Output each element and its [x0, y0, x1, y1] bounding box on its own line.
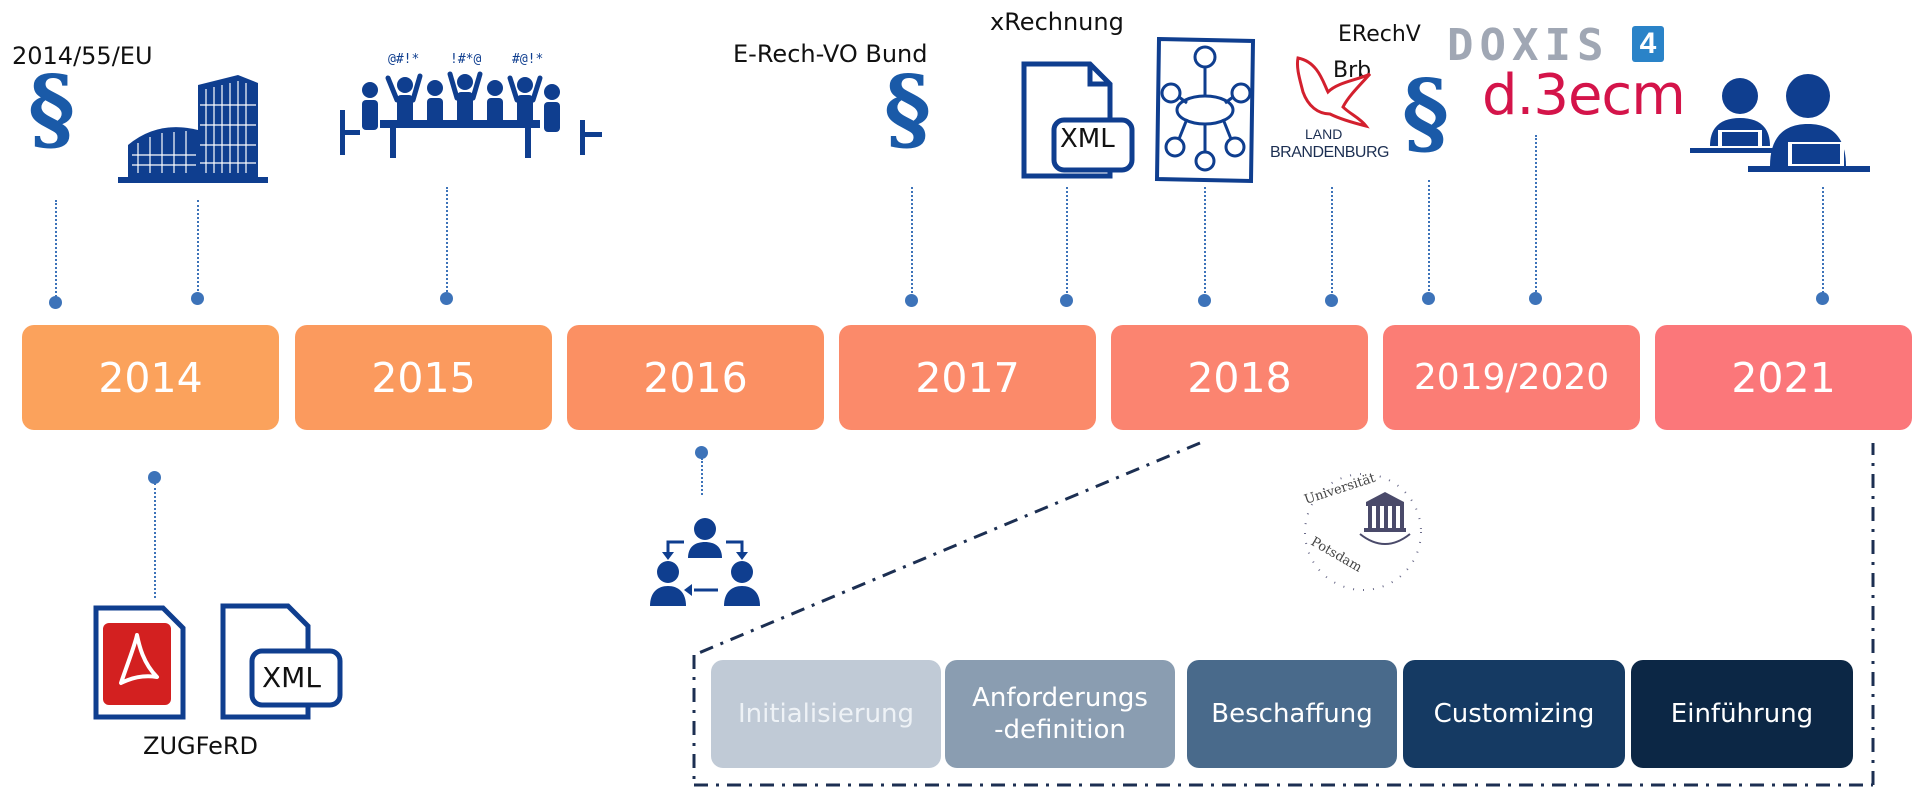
land-text: LAND	[1305, 126, 1343, 142]
year-2019-2020: 2019/2020	[1383, 325, 1640, 430]
connector-dot	[148, 471, 161, 484]
year-2015: 2015	[295, 325, 552, 430]
phase-initialisierung: Initialisierung	[711, 660, 941, 768]
connector-dot	[191, 292, 204, 305]
connector-line	[1331, 187, 1333, 297]
xrechnung-label: xRechnung	[990, 8, 1124, 36]
curse-text-2: !#*@	[450, 52, 482, 67]
connector-line	[911, 187, 913, 297]
pdf-document-icon	[93, 605, 186, 720]
erech-vo-bund-label: E-Rech-VO Bund	[733, 40, 928, 68]
year-2014: 2014	[22, 325, 279, 430]
phase-customizing: Customizing	[1403, 660, 1625, 768]
zugferd-xml-icon	[220, 603, 343, 720]
paragraph-icon-2017: §	[884, 56, 932, 162]
connector-line	[1822, 187, 1824, 297]
curse-text-3: #@!*	[512, 52, 544, 67]
connector-dot	[1060, 294, 1073, 307]
zugferd-xml-text: XML	[262, 661, 321, 694]
connector-dot	[440, 292, 453, 305]
doxis-logo: DOXIS	[1447, 20, 1610, 71]
phase-beschaffung: Beschaffung	[1187, 660, 1397, 768]
phase-einfuehrung: Einführung	[1631, 660, 1853, 768]
connector-dot	[905, 294, 918, 307]
paragraph-icon-2014: §	[28, 56, 76, 162]
connector-line	[701, 458, 703, 495]
year-2017: 2017	[839, 325, 1096, 430]
brandenburg-eagle-icon	[1296, 56, 1372, 129]
d3ecm-logo: d.3ecm	[1482, 63, 1686, 128]
connector-dot	[1529, 292, 1542, 305]
connector-line	[197, 200, 199, 295]
team-collaboration-icon	[650, 518, 760, 606]
erechv-label: ERechV	[1338, 22, 1421, 47]
zugferd-label: ZUGFeRD	[143, 732, 259, 760]
connector-dot	[1422, 292, 1435, 305]
brandenburg-text: BRANDENBURG	[1270, 144, 1389, 161]
xml-document-icon	[1021, 61, 1135, 179]
connector-dot	[49, 296, 62, 309]
xrechnung-xml-text: XML	[1060, 124, 1115, 154]
year-2018: 2018	[1111, 325, 1368, 430]
university-seal-icon: Universität Potsdam	[1303, 471, 1422, 591]
year-2016: 2016	[567, 325, 824, 430]
connector-line	[446, 187, 448, 295]
government-building-icon	[118, 75, 268, 183]
connector-dot	[1198, 294, 1211, 307]
connector-line	[55, 200, 57, 300]
connector-dot	[695, 446, 708, 459]
doxis-version-badge: 4	[1632, 26, 1664, 62]
phase-anforderungsdefinition: Anforderungs -definition	[945, 660, 1175, 768]
connector-line	[1535, 135, 1537, 295]
year-2021: 2021	[1655, 325, 1912, 430]
connector-line	[154, 483, 156, 598]
connector-dot	[1816, 292, 1829, 305]
users-at-laptops-icon	[1690, 74, 1870, 172]
eu-directive-label: 2014/55/EU	[12, 42, 153, 70]
connector-line	[1428, 180, 1430, 295]
chaotic-meeting-icon	[340, 71, 602, 158]
process-diagram-icon	[1154, 36, 1256, 184]
paragraph-icon-2019: §	[1402, 60, 1450, 166]
connector-line	[1204, 187, 1206, 297]
curse-text-1: @#!*	[388, 52, 420, 67]
connector-line	[1066, 187, 1068, 297]
connector-dot	[1325, 294, 1338, 307]
